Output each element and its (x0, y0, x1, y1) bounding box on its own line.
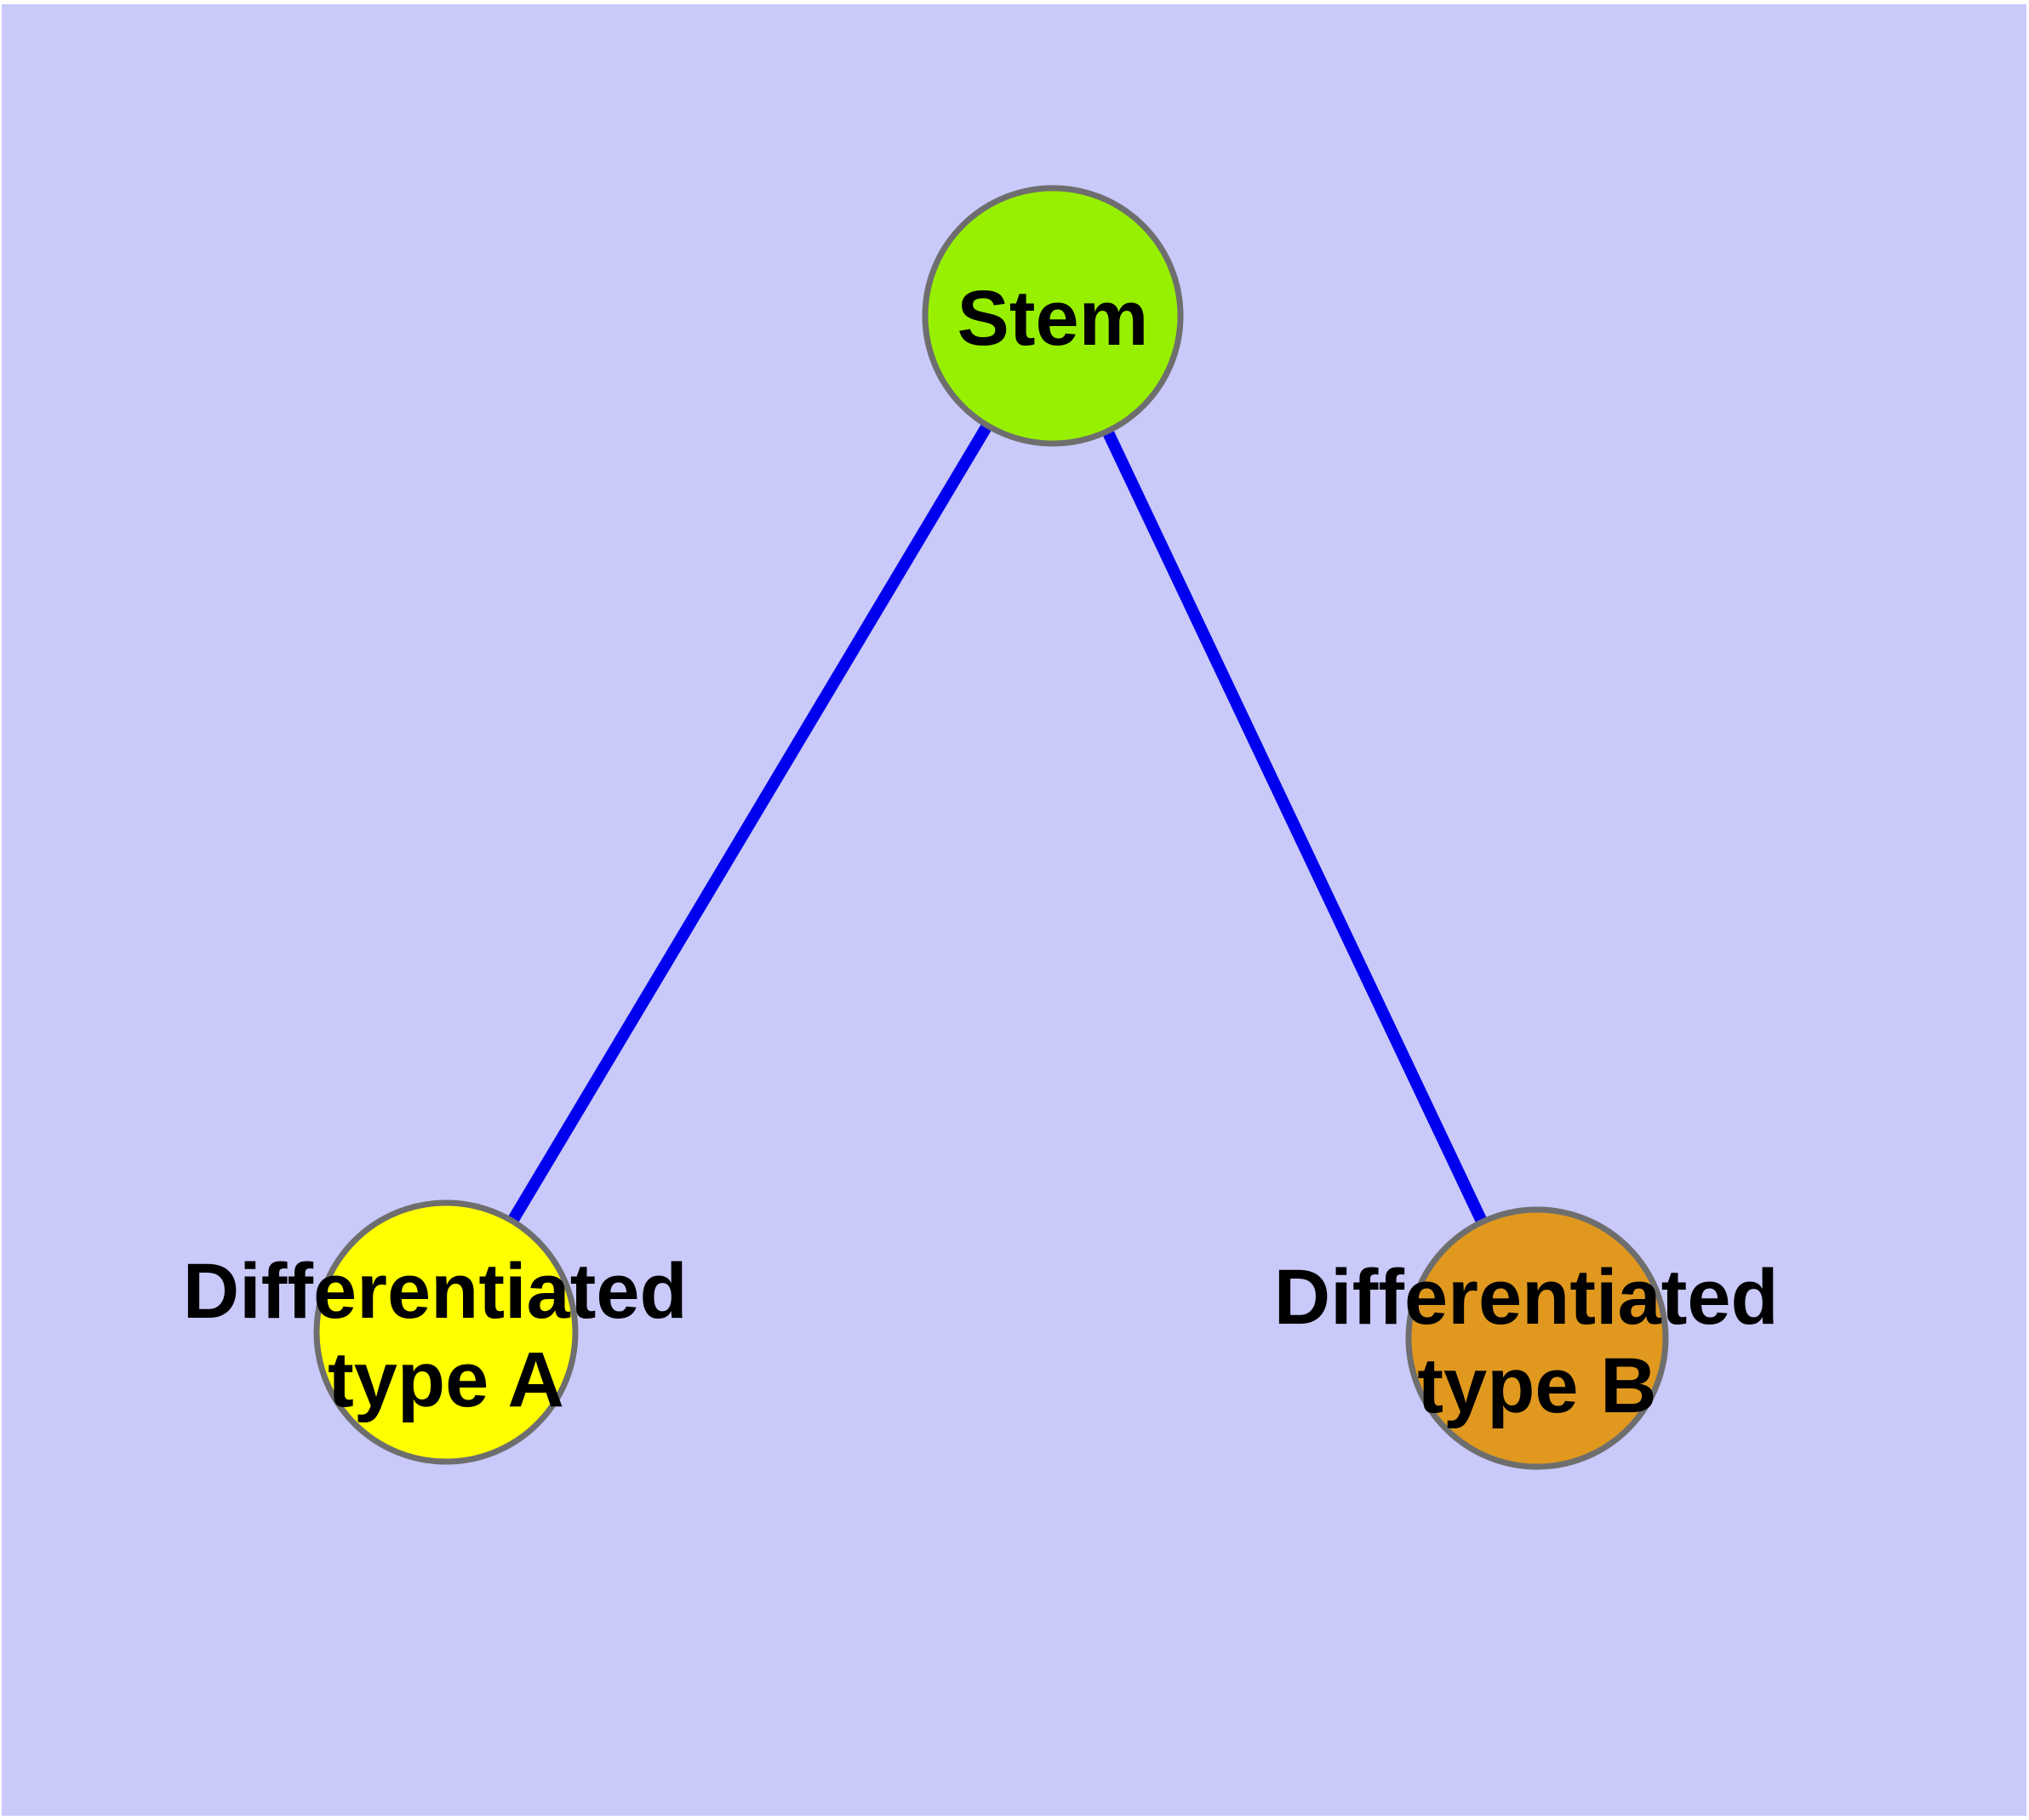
node-stem: Stem (922, 185, 1184, 447)
node-type-b-label: Differentiated type B (1274, 1254, 1801, 1429)
node-type-b-label-line2: type B (1417, 1342, 1656, 1429)
node-type-b-label-line1: Differentiated (1274, 1254, 1779, 1341)
node-type-a-label: Differentiated type A (183, 1248, 710, 1423)
node-type-a-label-line1: Differentiated (183, 1248, 688, 1335)
node-type-b-circle (1405, 1206, 1669, 1470)
node-type-a-label-line2: type A (328, 1336, 564, 1423)
edge-stem-to-type-a (440, 312, 1059, 1336)
node-stem-label: Stem (957, 275, 1149, 362)
edge-stem-to-type-b (1047, 313, 1543, 1341)
node-stem-circle (922, 185, 1184, 447)
node-stem-label-line1: Stem (957, 275, 1149, 362)
node-differentiated-type-a: Differentiated type A (183, 1199, 710, 1465)
node-type-a-circle (313, 1199, 579, 1465)
node-differentiated-type-b: Differentiated type B (1274, 1206, 1801, 1470)
